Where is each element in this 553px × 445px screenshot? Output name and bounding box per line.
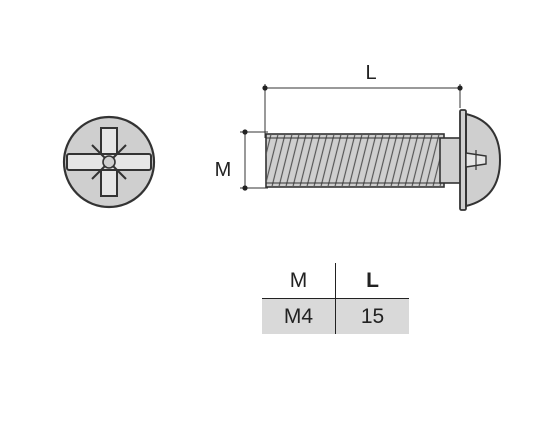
length-label: L [365, 62, 376, 84]
diameter-label: M [215, 159, 232, 181]
cell-l: 15 [335, 298, 409, 334]
head-view-icon [62, 115, 156, 209]
cell-m: M4 [262, 298, 336, 334]
table-row: M4 15 [262, 298, 409, 334]
diameter-dimension: M [215, 129, 268, 191]
table-header-row: M L [262, 263, 409, 299]
length-dimension: L [262, 62, 463, 138]
header-m: M [262, 263, 336, 299]
bolt-side-view [265, 109, 502, 211]
spec-table: M L M4 15 [262, 263, 409, 334]
header-l: L [335, 263, 409, 299]
